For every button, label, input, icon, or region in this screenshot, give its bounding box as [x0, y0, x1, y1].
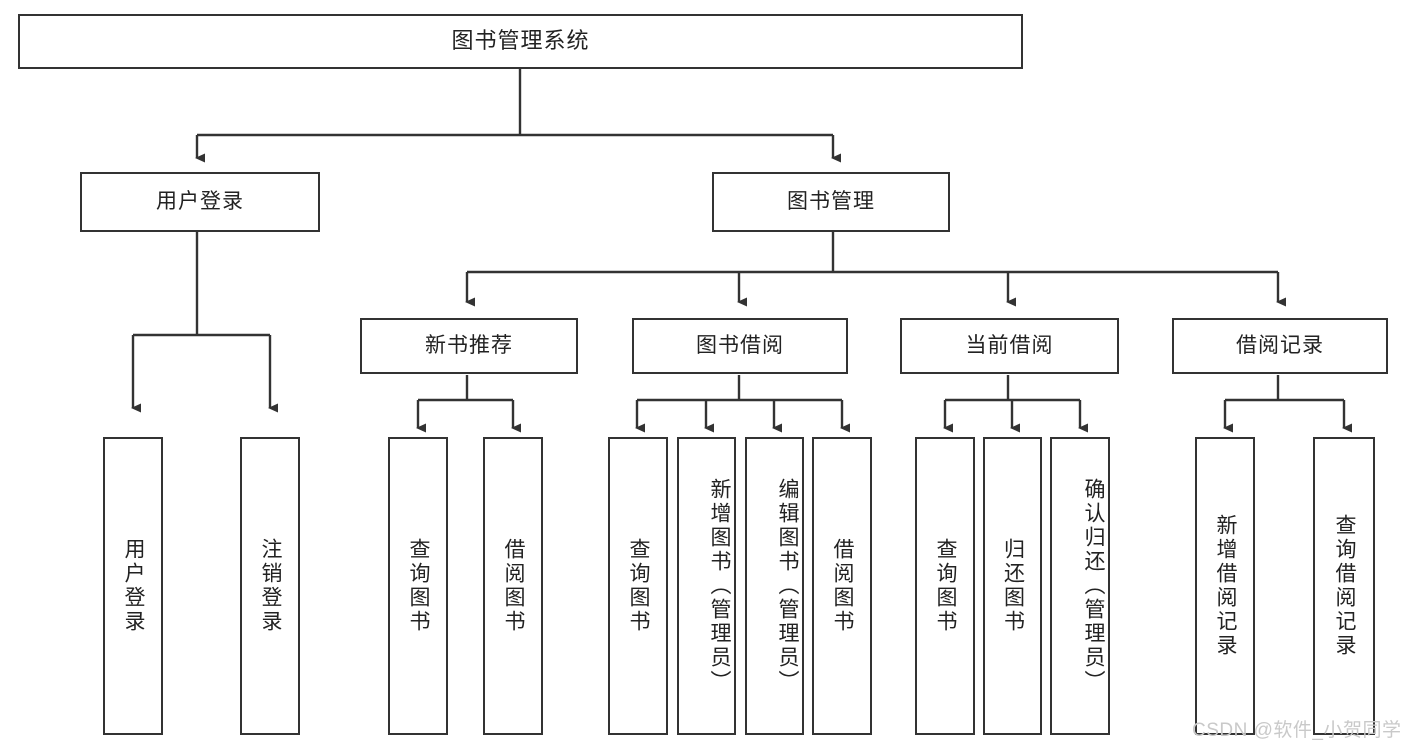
node-current-borrow[interactable]: 当前借阅	[900, 318, 1119, 374]
csdn-watermark: CSDN @软件_小贺同学	[1192, 715, 1401, 742]
leaf-label: 查询图书	[627, 538, 650, 634]
leaf-borrow-borrow-book[interactable]: 借阅图书	[812, 437, 872, 735]
node-root-label: 图书管理系统	[451, 28, 590, 54]
leaf-label: 归还图书	[1001, 538, 1025, 634]
watermark-text: CSDN @软件_小贺同学	[1192, 720, 1402, 741]
leaf-label: 新增借阅记录	[1214, 514, 1237, 658]
leaf-current-confirm-return-admin[interactable]: 确认归还（管理员）	[1050, 437, 1110, 735]
node-new-book-recommend[interactable]: 新书推荐	[360, 318, 578, 374]
node-root-book-management-system[interactable]: 图书管理系统	[18, 14, 1023, 69]
leaf-current-return-book[interactable]: 归还图书	[983, 437, 1042, 735]
node-user-login[interactable]: 用户登录	[80, 172, 320, 232]
leaf-borrow-add-book-admin[interactable]: 新增图书（管理员）	[677, 437, 736, 735]
leaf-record-query-record[interactable]: 查询借阅记录	[1313, 437, 1375, 735]
leaf-label: 查询借阅记录	[1333, 514, 1356, 658]
leaf-current-query-book[interactable]: 查询图书	[915, 437, 975, 735]
leaf-label: 用户登录	[122, 538, 145, 634]
leaf-newbook-borrow-book[interactable]: 借阅图书	[483, 437, 543, 735]
leaf-borrow-edit-book-admin[interactable]: 编辑图书（管理员）	[745, 437, 804, 735]
leaf-label: 查询图书	[407, 538, 430, 634]
node-book-management[interactable]: 图书管理	[712, 172, 950, 232]
node-book-management-label: 图书管理	[787, 190, 875, 214]
node-current-borrow-label: 当前借阅	[965, 334, 1054, 358]
node-new-book-recommend-label: 新书推荐	[425, 334, 513, 358]
leaf-label: 借阅图书	[831, 538, 854, 634]
node-book-borrow[interactable]: 图书借阅	[632, 318, 848, 374]
leaf-borrow-query-book[interactable]: 查询图书	[608, 437, 668, 735]
leaf-label: 注销登录	[259, 538, 282, 634]
leaf-user-login-signin[interactable]: 用户登录	[103, 437, 163, 735]
node-book-borrow-label: 图书借阅	[696, 334, 784, 358]
leaf-label: 编辑图书（管理员）	[776, 478, 799, 694]
leaf-user-login-signout[interactable]: 注销登录	[240, 437, 300, 735]
leaf-newbook-query-book[interactable]: 查询图书	[388, 437, 448, 735]
node-borrow-record[interactable]: 借阅记录	[1172, 318, 1388, 374]
leaf-record-add-record[interactable]: 新增借阅记录	[1195, 437, 1255, 735]
leaf-label: 借阅图书	[502, 538, 525, 634]
leaf-label: 新增图书（管理员）	[708, 478, 731, 694]
leaf-label: 确认归还（管理员）	[1082, 478, 1105, 694]
leaf-label: 查询图书	[934, 538, 957, 634]
node-user-login-label: 用户登录	[156, 190, 244, 214]
node-borrow-record-label: 借阅记录	[1236, 334, 1324, 358]
